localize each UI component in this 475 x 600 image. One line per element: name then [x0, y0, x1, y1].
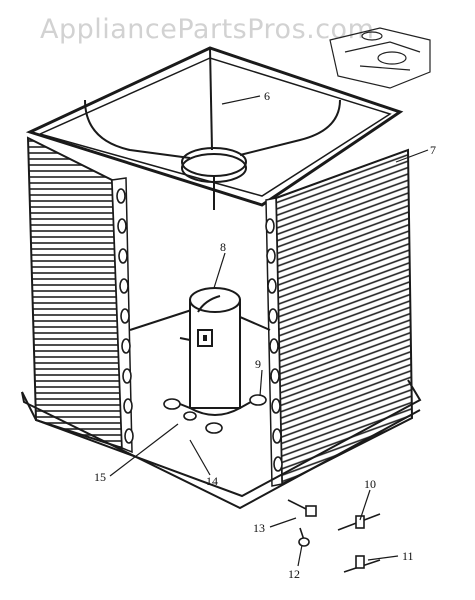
leader-lines	[109, 95, 429, 567]
callout-8: 8	[220, 240, 226, 254]
callout-11: 11	[402, 549, 414, 563]
thumbnail-illustration	[329, 27, 431, 89]
callout-7: 7	[430, 143, 436, 157]
callout-15: 15	[94, 470, 106, 484]
coil-return-bends	[116, 188, 283, 472]
watermark-text: AppliancePartsPros.com	[40, 14, 375, 45]
compressor	[169, 287, 259, 416]
fan-guard-wire	[84, 47, 341, 210]
callout-12: 12	[288, 567, 300, 581]
callout-13: 13	[253, 521, 265, 535]
mounting-grommets	[163, 394, 267, 434]
callout-14: 14	[206, 474, 218, 488]
right-condenser-coil	[265, 148, 414, 487]
left-condenser-coil	[26, 136, 133, 454]
callout-10: 10	[364, 477, 376, 491]
callout-9: 9	[255, 357, 261, 371]
loose-hardware	[287, 499, 381, 573]
callout-6: 6	[264, 89, 270, 103]
